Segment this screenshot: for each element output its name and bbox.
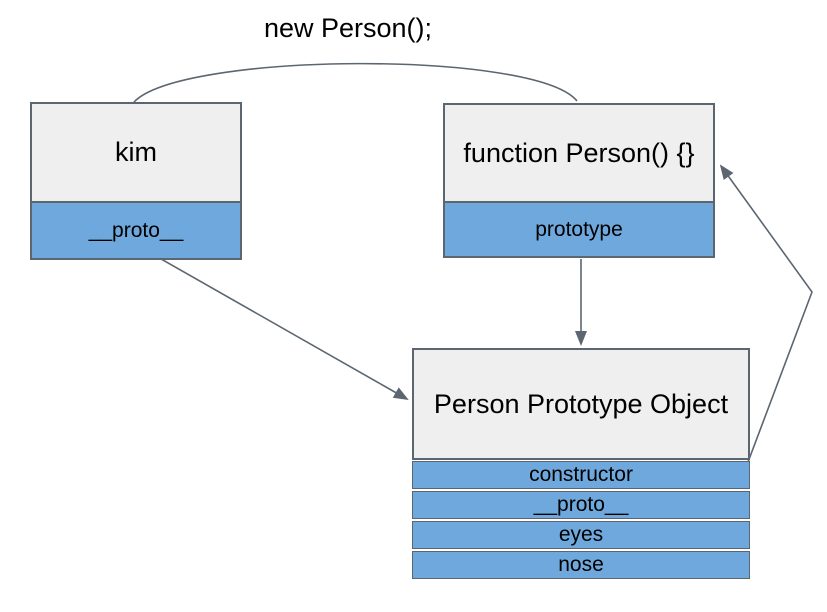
- function-person-prototype-slot: prototype: [443, 201, 715, 258]
- prototype-slot-proto: __proto__: [412, 491, 750, 519]
- person-prototype-object-box: Person Prototype Object constructor __pr…: [412, 348, 750, 579]
- prototype-slot-nose: nose: [412, 551, 750, 579]
- function-person-box-title: function Person() {}: [443, 103, 715, 203]
- function-person-box: function Person() {} prototype: [443, 103, 715, 258]
- person-prototype-object-title: Person Prototype Object: [412, 348, 750, 460]
- kim-box-title: kim: [30, 102, 242, 203]
- kim-box: kim __proto__: [30, 102, 242, 260]
- prototype-slot-constructor: constructor: [412, 461, 750, 489]
- new-person-label: new Person();: [263, 13, 433, 43]
- new-person-arc: [133, 62, 578, 103]
- prototype-slot-eyes: eyes: [412, 521, 750, 549]
- kim-proto-slot: __proto__: [30, 201, 242, 260]
- kim-proto-to-prototype-object-arrow: [132, 242, 409, 400]
